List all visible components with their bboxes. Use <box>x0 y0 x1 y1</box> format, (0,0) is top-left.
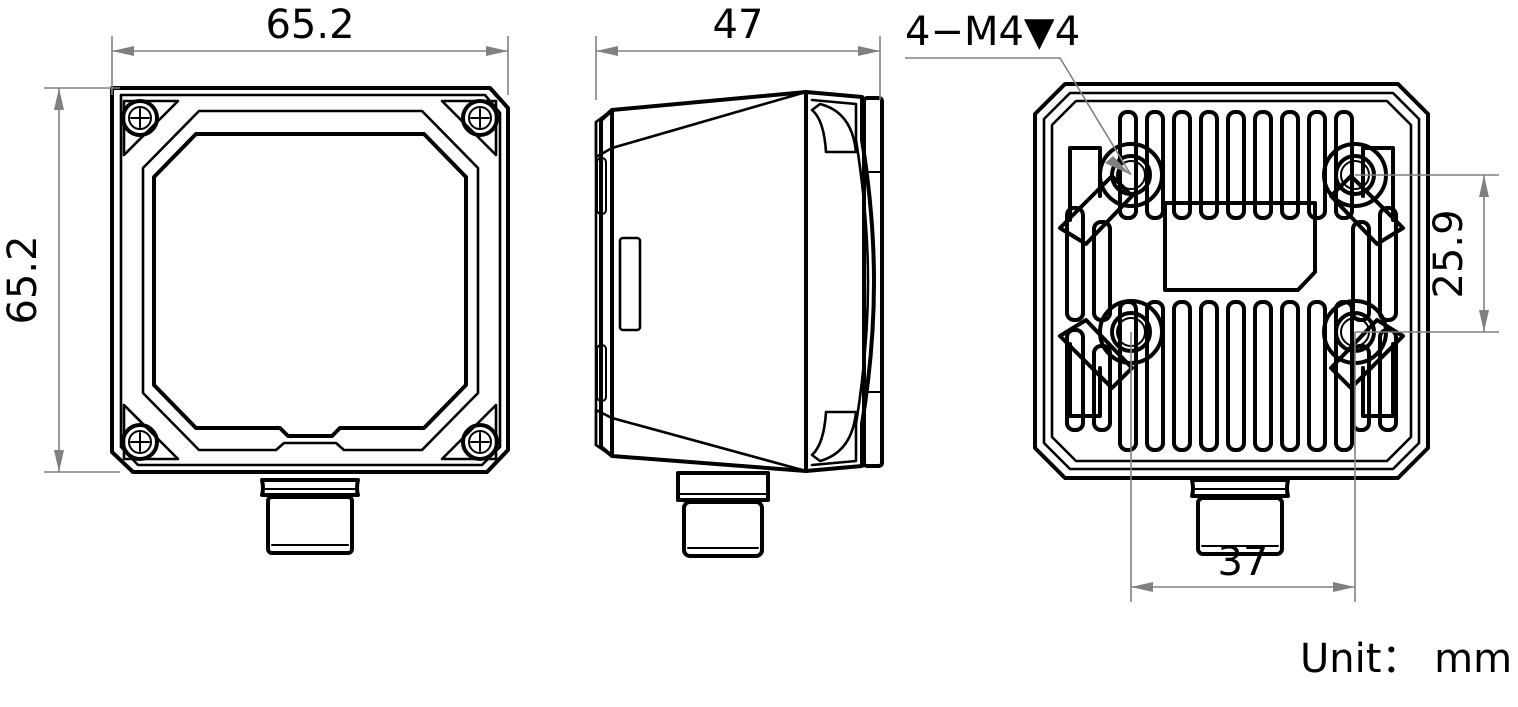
dimension-value-rear-hole-vertical: 25.9 <box>1426 209 1472 298</box>
front-window-frame <box>152 132 468 438</box>
side-connector <box>676 471 770 558</box>
dimension-front-width: 65.2 <box>111 2 509 95</box>
front-screw-boss-top-right <box>440 99 499 157</box>
front-window-frame-inner <box>141 109 480 452</box>
front-screw-boss-top-left <box>121 99 180 157</box>
side-slot-upper <box>596 157 607 215</box>
rear-rib-bottom-left <box>1068 342 1102 418</box>
rear-hole-top-left <box>1098 142 1164 208</box>
dimension-rear-hole-vertical: 25.9 <box>1355 174 1499 333</box>
front-view <box>110 86 510 555</box>
rear-rib-bottom-right <box>1361 342 1395 418</box>
front-outer-body <box>110 86 510 474</box>
rear-rib-top-right <box>1361 146 1395 222</box>
side-top-band <box>610 90 808 150</box>
side-fin-top <box>810 102 858 154</box>
rear-label-pad <box>1163 201 1317 292</box>
dimension-front-height: 65.2 <box>0 87 120 473</box>
side-rear-cap-inner <box>810 98 870 467</box>
dimension-value-front-height: 65.2 <box>0 235 46 324</box>
side-corner-notch-tl <box>594 108 614 159</box>
side-rear-rail <box>862 96 884 468</box>
dimension-side-depth: 47 <box>595 2 881 100</box>
rear-diagonal-tl <box>1058 174 1134 246</box>
rear-outer-body <box>1033 82 1430 480</box>
side-fin-bottom <box>810 410 858 463</box>
rear-fin-group-bottom <box>1118 300 1354 452</box>
rear-diagonal-bl <box>1058 318 1134 390</box>
callout-value-thread-note: 4−M4▼4 <box>905 9 1080 55</box>
side-slot-lower <box>596 344 607 402</box>
side-view <box>594 90 884 558</box>
side-rear-cap <box>804 90 876 473</box>
dimension-value-front-width: 65.2 <box>265 2 354 48</box>
front-screw-boss-bottom-left <box>121 403 180 461</box>
callout-thread-note: 4−M4▼4 <box>905 9 1132 176</box>
front-screw-boss-bottom-right <box>440 403 499 461</box>
rear-outer-body-inner <box>1042 91 1421 471</box>
dimension-value-rear-hole-horizontal: 37 <box>1218 539 1269 585</box>
rear-connector <box>1190 478 1290 556</box>
front-connector <box>260 478 360 555</box>
side-port-window <box>618 236 642 332</box>
rear-outer-body-inner2 <box>1050 99 1413 463</box>
side-corner-notch-bl <box>594 408 614 458</box>
dimension-value-side-depth: 47 <box>713 2 764 48</box>
dimension-rear-hole-horizontal: 37 <box>1130 332 1356 602</box>
side-bottom-band <box>610 416 808 473</box>
rear-view <box>1033 82 1430 556</box>
unit-note: Unit： mm <box>1300 636 1512 682</box>
